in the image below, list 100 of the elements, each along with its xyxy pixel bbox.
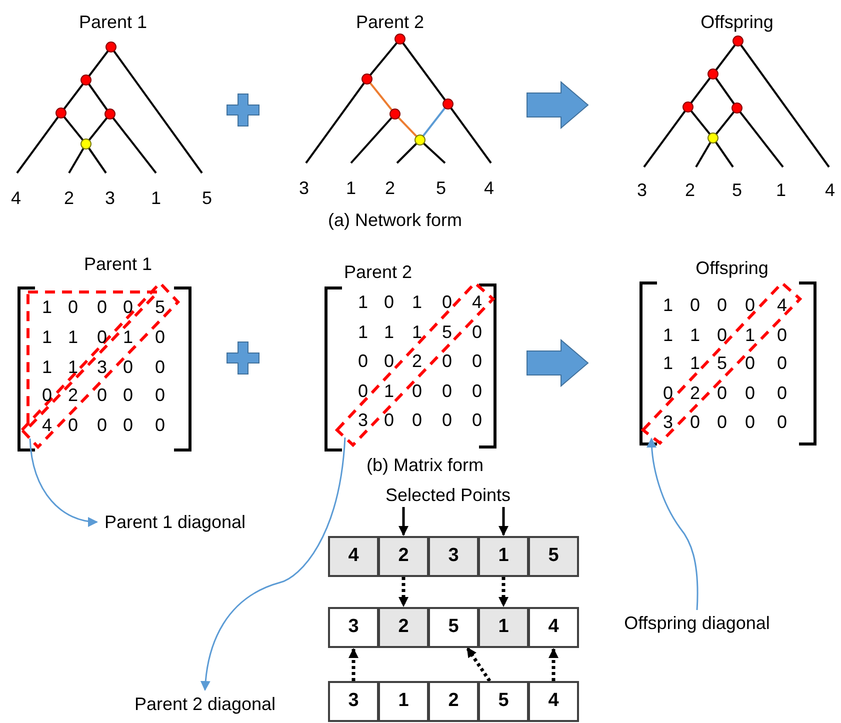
matrix-entry: 0 (97, 386, 107, 404)
matrix-entry: 0 (384, 352, 394, 370)
matrix-entry: 0 (358, 352, 368, 370)
leaf-label: 2 (685, 181, 695, 199)
leaf-label: 1 (776, 181, 786, 199)
matrix-entry: 0 (717, 296, 727, 314)
panel-title: Parent 2 (344, 263, 412, 281)
matrix-entry: 1 (663, 296, 673, 314)
matrix-entry: 0 (97, 328, 107, 346)
matrix-entry: 5 (717, 354, 727, 372)
matrix-entry: 2 (68, 386, 78, 404)
panel-title: Offspring (700, 13, 774, 31)
matrix-entry: 0 (123, 386, 133, 404)
matrix-entry: 1 (412, 323, 422, 341)
matrix-entry: 1 (42, 328, 52, 346)
array-cell: 1 (478, 607, 529, 648)
leaf-label: 1 (346, 179, 356, 197)
matrix-entry: 0 (717, 384, 727, 402)
matrix-entry: 0 (745, 296, 755, 314)
arrow (398, 507, 408, 536)
matrix-entry: 1 (663, 354, 673, 372)
matrix-entry: 5 (442, 323, 452, 341)
matrix-entry: 0 (384, 411, 394, 429)
leaf-label: 1 (151, 189, 161, 207)
callout-text: Parent 2 diagonal (130, 692, 280, 716)
panel-title: Offspring (696, 259, 768, 277)
leaf-label: 3 (105, 189, 115, 207)
matrix-entry: 1 (384, 323, 394, 341)
matrix-entry: 0 (717, 413, 727, 431)
matrix-entry: 0 (97, 416, 107, 434)
leaf-label: 2 (385, 179, 395, 197)
matrix-entry: 4 (777, 296, 787, 314)
matrix-entry: 0 (123, 298, 133, 316)
leaf-label: 4 (11, 189, 21, 207)
matrix-entry: 2 (412, 352, 422, 370)
matrix-entry: 1 (42, 298, 52, 316)
matrix-entry: 0 (123, 416, 133, 434)
matrix-entry: 5 (155, 298, 165, 316)
leaf-label: 5 (732, 181, 742, 199)
array-cell: 5 (478, 681, 529, 722)
callout-text: Offspring diagonal (597, 610, 797, 636)
matrix-entry: 0 (155, 328, 165, 346)
matrix-entry: 0 (472, 411, 482, 429)
heading-text: Selected Points (368, 483, 528, 507)
matrix-entry: 3 (97, 358, 107, 376)
matrix-entry: 1 (690, 354, 700, 372)
arrow (548, 648, 558, 681)
dashed-diagonal-outline (640, 280, 802, 445)
matrix-entry: 0 (745, 384, 755, 402)
matrix-entry: 3 (358, 411, 368, 429)
matrix-entry: 3 (663, 413, 673, 431)
matrix-entry: 0 (777, 413, 787, 431)
leaf-label: 3 (299, 179, 309, 197)
matrix-entry: 0 (442, 293, 452, 311)
matrix-entry: 0 (42, 386, 52, 404)
matrix-entry: 4 (472, 293, 482, 311)
array-cell: 5 (428, 607, 479, 648)
matrix-entry: 0 (97, 298, 107, 316)
matrix-entry: 0 (155, 358, 165, 376)
array-cell: 4 (528, 607, 579, 648)
leaf-label: 2 (64, 189, 74, 207)
matrix-entry: 1 (412, 293, 422, 311)
leader-line (646, 438, 698, 610)
matrix-entry: 0 (472, 382, 482, 400)
array-cell: 2 (378, 536, 429, 577)
array-cell: 2 (428, 681, 479, 722)
matrix-entry: 1 (384, 382, 394, 400)
dashed-diagonal-outline (334, 280, 496, 448)
matrix-entry: 1 (123, 328, 133, 346)
array-cell: 4 (328, 536, 379, 577)
matrix-entry: 1 (68, 358, 78, 376)
matrix-entry: 4 (42, 416, 52, 434)
matrix-entry: 0 (68, 416, 78, 434)
matrix-entry: 0 (690, 296, 700, 314)
callout-text: Parent 1 diagonal (100, 510, 250, 534)
arrow (398, 577, 408, 607)
leaf-label: 3 (637, 181, 647, 199)
array-cell: 2 (378, 607, 429, 648)
matrix-entry: 0 (384, 293, 394, 311)
leaf-label: 4 (825, 181, 835, 199)
panel-title: Parent 2 (356, 13, 424, 31)
leaf-label: 5 (202, 189, 212, 207)
array-cell: 3 (328, 681, 379, 722)
matrix-entry: 0 (777, 384, 787, 402)
arrow (348, 648, 358, 681)
matrix-entry: 0 (745, 354, 755, 372)
matrix-entry: 0 (717, 326, 727, 344)
matrix-entry: 1 (68, 328, 78, 346)
matrix-entry: 0 (412, 411, 422, 429)
matrix-entry: 0 (745, 413, 755, 431)
matrix-entry: 0 (358, 382, 368, 400)
array-cell: 5 (528, 536, 579, 577)
matrix-entry: 0 (690, 413, 700, 431)
leaf-label: 4 (484, 179, 494, 197)
matrix-entry: 1 (745, 326, 755, 344)
array-cell: 3 (428, 536, 479, 577)
matrix-entry: 0 (777, 354, 787, 372)
panel-title: Parent 1 (84, 255, 152, 273)
matrix-entry: 0 (412, 382, 422, 400)
matrix-entry: 0 (155, 416, 165, 434)
